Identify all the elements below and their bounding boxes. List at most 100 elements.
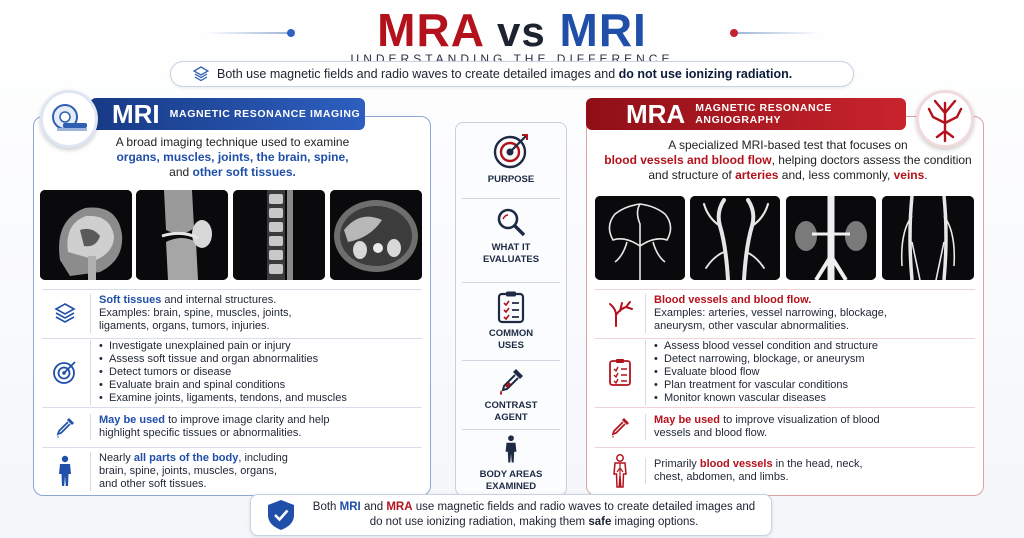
footer-part: Both: [312, 501, 340, 513]
main-title: MRA vs MRI: [0, 2, 1024, 60]
title-divider-left: [205, 32, 290, 34]
shield-check-icon: [268, 500, 294, 530]
mri-intro-bold2: other soft tissues.: [192, 165, 296, 179]
mra-fullname: MAGNETIC RESONANCE ANGIOGRAPHY: [695, 102, 833, 126]
mra-body-rest: in the head, neck, chest, abdomen, and l…: [654, 458, 863, 483]
footer-part: and: [360, 501, 387, 513]
mra-body-a: Primarily: [654, 458, 700, 470]
mri-row-divider: [42, 407, 422, 408]
mri-row-divider: [42, 447, 422, 448]
title-divider-right: [735, 32, 820, 34]
target-icon: [53, 361, 76, 384]
mra-contrast-row: May be used to improve visualization of …: [595, 410, 975, 444]
footer-part: imaging options.: [611, 516, 699, 528]
category-divider: [462, 429, 560, 430]
mra-renal-vessels-image: [786, 196, 876, 280]
mra-intro-less: and, less commonly,: [778, 168, 894, 182]
mra-body-row: Primarily blood vessels in the head, nec…: [595, 450, 975, 492]
mri-body-a: Nearly: [99, 451, 134, 464]
dropper-icon: [611, 418, 629, 438]
mra-leg-vessels-image: [882, 196, 974, 280]
title-mra: MRA: [377, 4, 484, 56]
mri-contrast-row: May be used to improve image clarity and…: [40, 410, 420, 444]
shared-fact-banner: Both use magnetic fields and radio waves…: [170, 61, 854, 87]
category-common-line1: COMMON: [488, 328, 534, 339]
mra-intro-bold1: blood vessels and blood flow: [604, 153, 772, 167]
mri-scanner-icon: [40, 90, 98, 148]
mri-header-tab: MRI MAGNETIC RESONANCE IMAGING: [90, 98, 365, 130]
mri-body-row: Nearly all parts of the body, including …: [40, 450, 420, 492]
mra-row-divider: [595, 338, 975, 339]
mri-abdomen-image: [330, 190, 422, 280]
list-item: Detect tumors or disease: [99, 366, 347, 379]
mri-uses-row: Investigate unexplained pain or injury A…: [40, 339, 420, 405]
footer-mra: MRA: [386, 501, 413, 513]
title-vs: vs: [497, 8, 546, 55]
circulatory-body-icon: [613, 454, 627, 488]
mri-evaluates-bold: Soft tissues: [99, 293, 162, 306]
clipboard-checklist-icon: [609, 359, 631, 386]
mra-contrast-rest: to improve visualization of blood vessel…: [654, 414, 880, 439]
list-item: Evaluate brain and spinal conditions: [99, 379, 347, 392]
category-common-line2: USES: [498, 340, 524, 351]
mra-evaluates-examples: Examples: arteries, vessel narrowing, bl…: [654, 306, 887, 332]
dropper-icon: [56, 418, 74, 438]
mri-brain-image: [40, 190, 132, 280]
banner-text: Both use magnetic fields and radio waves…: [217, 67, 616, 81]
list-item: Monitor known vascular diseases: [654, 392, 878, 405]
mri-intro-and: and: [169, 165, 193, 179]
footer-safe: safe: [588, 516, 612, 528]
footer-text: Both MRI and MRA use magnetic fields and…: [311, 500, 771, 530]
comparison-categories-column: [455, 122, 567, 496]
list-item: Plan treatment for vascular conditions: [654, 379, 878, 392]
category-purpose: PURPOSE: [455, 132, 567, 186]
list-item: Assess blood vessel condition and struct…: [654, 340, 878, 353]
target-icon: [493, 134, 528, 169]
mra-row-divider: [595, 447, 975, 448]
mra-brain-vessels-image: [595, 196, 685, 280]
clipboard-checklist-icon: [497, 291, 525, 324]
category-body-line2: EXAMINED: [485, 481, 537, 492]
mra-contrast-bold: May be used: [654, 414, 721, 426]
mra-abbr: MRA: [626, 98, 686, 129]
category-body-line1: BODY AREAS: [479, 469, 543, 480]
vessel-branch-icon: [609, 301, 633, 327]
safety-footer: Both MRI and MRA use magnetic fields and…: [250, 494, 772, 536]
category-divider: [462, 282, 560, 283]
mra-intro-mid: , helping doctors assess the condition a…: [648, 153, 972, 182]
mri-abbr: MRI: [112, 98, 160, 129]
magnifier-icon: [497, 208, 526, 237]
list-item: Investigate unexplained pain or injury: [99, 340, 347, 353]
list-item: Evaluate blood flow: [654, 366, 878, 379]
human-body-icon: [59, 455, 71, 486]
category-contrast-line1: CONTRAST: [484, 400, 538, 411]
mra-intro-end: .: [924, 168, 928, 182]
mra-neck-vessels-image: [690, 196, 780, 280]
mra-evaluates-row: Blood vessels and blood flow.Examples: a…: [595, 292, 975, 334]
layers-icon: [193, 66, 209, 82]
mra-intro-line1: A specialized MRI-based test that focuse…: [668, 138, 908, 152]
mra-uses-row: Assess blood vessel condition and struct…: [595, 339, 975, 405]
title-mri: MRI: [559, 4, 647, 56]
mra-row-divider: [595, 289, 975, 290]
mri-contrast-bold: May be used: [99, 414, 166, 426]
human-body-icon: [505, 435, 517, 463]
mri-evaluates-rest: and internal structures.: [161, 293, 277, 306]
category-divider: [462, 198, 560, 199]
mra-intro: A specialized MRI-based test that focuse…: [598, 138, 978, 183]
vascular-tree-icon: [916, 90, 974, 148]
mra-header-tab: MRA MAGNETIC RESONANCE ANGIOGRAPHY: [586, 98, 906, 130]
mra-uses-list: Assess blood vessel condition and struct…: [654, 340, 878, 405]
mri-row-divider: [42, 289, 422, 290]
title-dot-left: [287, 29, 295, 37]
mra-row-divider: [595, 407, 975, 408]
mra-body-bold: blood vessels: [699, 458, 773, 470]
mri-intro-bold1: organs, muscles, joints, the brain, spin…: [116, 150, 349, 164]
mri-intro-line1: A broad imaging technique used to examin…: [115, 135, 350, 149]
title-dot-right: [730, 29, 738, 37]
mri-intro: A broad imaging technique used to examin…: [60, 135, 405, 180]
